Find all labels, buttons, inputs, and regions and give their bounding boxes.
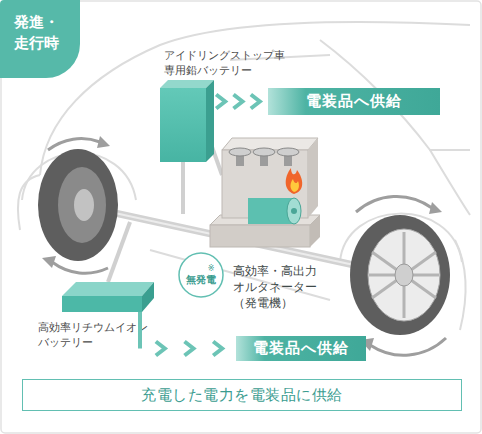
rotation-arrow [356, 196, 432, 212]
car-roof [40, 22, 470, 175]
circle-shape [179, 253, 223, 297]
alternator-side [308, 138, 318, 218]
car-outline [18, 22, 470, 330]
pulley [253, 148, 275, 156]
note-mark: ※ [208, 264, 215, 273]
rotation-arrow [370, 338, 446, 355]
generator-shaft [291, 208, 297, 214]
lithium-battery: 高効率リチウムイオン バッテリー [62, 282, 154, 312]
spokes [369, 232, 439, 318]
alternator [210, 138, 320, 247]
rim [58, 167, 106, 243]
rotation-arrow-head [429, 202, 442, 214]
battery-side [142, 282, 154, 312]
alternator-base [210, 225, 310, 247]
generator-end [287, 198, 301, 224]
supply-banner: 電装品へ供給 [268, 88, 440, 115]
tire [38, 149, 118, 261]
supply-banner: 電装品へ供給 [236, 336, 366, 361]
status-label: 無発電 [186, 273, 216, 286]
hub [74, 189, 94, 221]
flame [286, 168, 303, 194]
car-front [430, 150, 470, 215]
tire [350, 215, 450, 335]
part-label: 高効率・高出力 オルタネーター （発電機） [233, 263, 322, 311]
banner-label: 電装品へ供給 [253, 339, 349, 358]
part-name: アイドリングストップ車 専用鉛バッテリー [164, 48, 289, 78]
rotation-arrow [52, 262, 108, 273]
rotation-arrow [48, 139, 100, 150]
rim [368, 229, 440, 321]
rotation-arrow-head [42, 256, 56, 268]
lead-battery: アイドリングストップ車 専用鉛バッテリー [160, 88, 206, 162]
lead-battery-faces [160, 80, 214, 162]
pulley [229, 148, 251, 156]
part-name: 高効率リチウムイオン バッテリー [38, 320, 152, 350]
caption-box: 充電した電力を電装品に供給 [22, 379, 462, 411]
caption-text: 充電した電力を電装品に供給 [141, 386, 343, 405]
supply-arrow [140, 312, 222, 356]
battery-side [206, 80, 214, 162]
car-rear [18, 175, 40, 230]
battery-shape [62, 282, 154, 312]
wire [181, 162, 185, 214]
banner-label: 電装品へ供給 [306, 92, 402, 111]
title-tab: 発進・ 走行時 [0, 0, 80, 78]
flame-core [291, 179, 299, 192]
status-circle: ※無発電 [178, 252, 224, 298]
alternator-base-side [310, 215, 320, 247]
battery-front [62, 296, 142, 312]
title-text: 発進・ 走行時 [14, 12, 65, 54]
battery-top [62, 282, 154, 296]
pulley [277, 148, 299, 156]
hub [395, 264, 413, 286]
battery-top [160, 80, 214, 88]
rotation-arrow-head [97, 136, 110, 148]
right-wheel [350, 196, 450, 355]
supply-arrow [216, 95, 260, 109]
left-wheel [38, 136, 118, 273]
